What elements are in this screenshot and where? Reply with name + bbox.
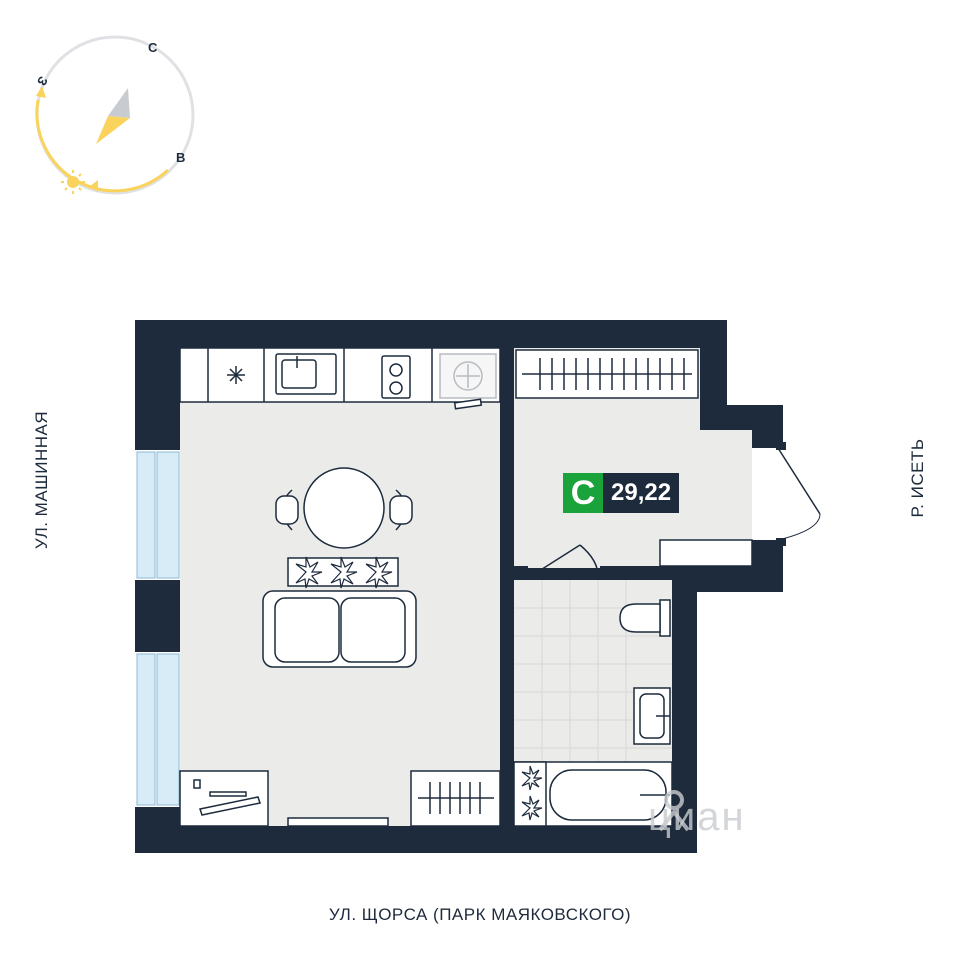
washbasin-icon xyxy=(633,687,671,745)
tv-stand-icon xyxy=(179,770,269,827)
sun-icon xyxy=(61,170,85,194)
windowsill xyxy=(287,817,389,827)
bathtub-icon xyxy=(513,761,673,827)
street-label-bottom: УЛ. ЩОРСА (ПАРК МАЯКОВСКОГО) xyxy=(328,905,632,924)
sun-arrow-tail xyxy=(90,180,98,192)
window-top xyxy=(135,450,180,580)
hall-radiator-icon xyxy=(515,349,699,399)
hall-floor xyxy=(514,348,752,568)
partition-wall-top xyxy=(500,348,514,470)
window-bottom xyxy=(135,652,180,807)
apartment-area-label: 29,22 xyxy=(603,473,680,513)
bathroom-right-wall xyxy=(672,580,697,826)
dining-table-icon xyxy=(275,467,413,549)
bathroom-door xyxy=(527,544,599,579)
partition-wall-bottom xyxy=(500,550,514,826)
compass-label-north: С xyxy=(148,40,158,55)
hall-shelf xyxy=(659,539,753,567)
living-room-floor xyxy=(180,348,500,826)
stove-icon xyxy=(381,355,411,399)
watermark-pin-icon xyxy=(658,790,690,832)
watermark-text: циан xyxy=(648,795,746,839)
compass-needle-north xyxy=(108,88,130,118)
sun-arrow-head xyxy=(36,86,46,98)
bathroom-corner xyxy=(514,566,528,580)
street-label-left: УЛ. МАШИННАЯ xyxy=(32,410,51,550)
street-label-right: Р. ИСЕТЬ xyxy=(908,438,927,518)
kitchen-door-swing xyxy=(453,398,483,410)
compass: С В З xyxy=(34,35,195,195)
sun-path-arc xyxy=(35,99,170,193)
toilet-icon xyxy=(619,599,671,637)
bathroom-top-wall xyxy=(600,566,672,580)
planter-icon xyxy=(287,556,399,589)
apartment-type-badge: С xyxy=(563,473,603,513)
room-radiator-icon xyxy=(410,770,501,827)
apartment-badge: С 29,22 xyxy=(563,473,680,513)
washing-machine-icon xyxy=(439,353,497,399)
sofa-icon xyxy=(262,590,417,668)
fridge-icon xyxy=(227,366,245,384)
entrance-door xyxy=(752,442,821,546)
sink-icon xyxy=(275,353,337,395)
bath-plant-icon xyxy=(521,765,543,821)
compass-label-east: В xyxy=(176,150,185,165)
compass-needle-south xyxy=(96,116,130,144)
